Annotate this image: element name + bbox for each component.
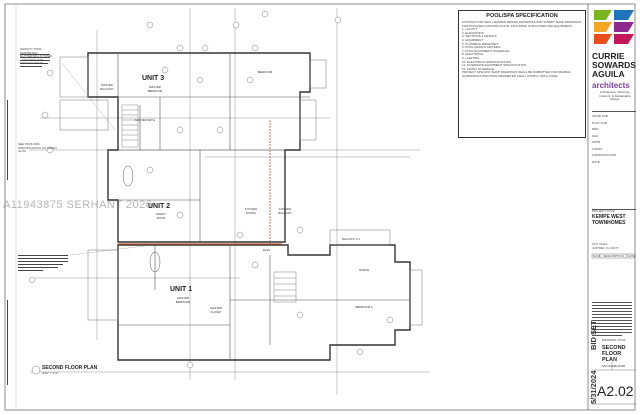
sheet-number: A2.02 xyxy=(597,383,634,399)
note-text-blocks xyxy=(7,54,68,385)
plan-title: SECOND FLOOR PLAN xyxy=(42,365,98,371)
revision-headers: NUM DESCRIPTION DATE xyxy=(593,253,635,259)
spec-title: POOL/SPA SPECIFICATION xyxy=(486,13,558,19)
field-label: CHK xyxy=(592,133,599,138)
room-bedroom: BEDROOM xyxy=(257,70,273,74)
spec-line: 7. POOL EQUIPMENT SCHEDULE xyxy=(462,48,510,53)
pool-spa-specification: POOL/SPA SPECIFICATION CONTRACTOR SHALL … xyxy=(458,10,586,138)
date-field: 5/31/2024 xyxy=(602,364,616,368)
spec-line: 6. POOL DESIGN CRITERIA xyxy=(462,45,501,50)
field-label: PLOT FOR xyxy=(592,120,607,125)
unit-2-label: UNIT 2 xyxy=(148,203,171,210)
address-line: JUPITER, FL 33477 xyxy=(592,245,619,250)
firm-name-line: AGUILA xyxy=(592,69,625,79)
project-label: PROJECT TITLE xyxy=(592,209,615,213)
project-address: XXX XLAIA JUPITER, FL 33477 xyxy=(592,242,619,250)
room-bedroom-4: BEDROOM 4 xyxy=(355,305,373,309)
firm-name-line: SOWARDS xyxy=(592,60,636,70)
firm-tagline: Architecture, Planning, Interiors, & Sus… xyxy=(599,90,631,102)
grid-lines xyxy=(30,8,430,395)
spec-line: CONTRACTOR SHALL REVIEW DESIGN DRAWINGS … xyxy=(462,20,582,24)
spec-line: 10. ELECTRICAL SPECIFICATIONS xyxy=(462,59,512,64)
spec-body: CONTRACTOR SHALL REVIEW DESIGN DRAWINGS … xyxy=(459,19,585,81)
spec-line: 2. ELEVATIONS xyxy=(462,30,484,35)
room-master-balcony: MASTER BALCONY xyxy=(100,83,114,91)
unit-1-label: UNIT 1 xyxy=(170,286,193,293)
drawing-title: SECOND FLOOR PLAN xyxy=(602,345,640,363)
field-label: DRD xyxy=(592,127,599,131)
spec-line: 12. FINISH SCHEDULE xyxy=(462,66,495,71)
address-line: XXX XLAIA xyxy=(592,242,608,246)
rev-header: DESCRIPTION xyxy=(603,253,624,258)
room-master-bedroom-1: MASTER BEDROOM xyxy=(175,296,191,304)
room-master-bath: MASTER BATH xyxy=(135,118,155,122)
status-bid-set: BID SET xyxy=(589,320,598,350)
drawing-title-line: PLAN xyxy=(602,357,617,363)
room-family-room: FAMILY ROOM xyxy=(156,212,166,220)
unit-3-label: UNIT 3 xyxy=(142,75,165,82)
field-label: APPR xyxy=(592,140,601,144)
stairs xyxy=(121,104,297,303)
project-title-line: KEMPE WEST xyxy=(592,214,626,220)
note-pool-spec-ref: SEE POOL/SPA SPECIFICATION ON SHEET A2.1… xyxy=(18,142,57,154)
firm-name: CURRIE SOWARDS AGUILA xyxy=(592,52,636,79)
interior-walls xyxy=(117,53,410,360)
exterior-walls xyxy=(87,52,411,361)
spec-line: 4. EQUIPMENT xyxy=(462,37,484,42)
field-label: ISSUE FOR xyxy=(592,114,609,118)
plan-scale: 3/16" = 1'-0" xyxy=(42,371,59,375)
firm-logo xyxy=(594,10,634,44)
balconies xyxy=(59,56,423,326)
title-block-fields: ISSUE FOR PLOT FOR DRD CHK APPR CONST CO… xyxy=(592,113,616,165)
sheet-border xyxy=(4,3,636,411)
field-label: CONSTRUCTION xyxy=(592,153,617,157)
drawn-by-field: JG/KMB xyxy=(614,364,626,368)
spec-line: 9. LIGHTING xyxy=(462,55,480,60)
drawing-title-line: SECOND FLOOR xyxy=(602,345,626,357)
spec-line: 5. PLUMBING DRAWINGS xyxy=(462,41,499,46)
room-elevator: ELEV. xyxy=(263,248,271,252)
field-label: DATE xyxy=(592,159,600,164)
spec-line: 3. SECTIONS & DETAILS xyxy=(462,34,497,39)
room-master-closet: MASTER CLOSET xyxy=(210,306,222,314)
bathtub xyxy=(149,251,161,273)
spec-line: FOR POOL/SPA CONSTRUCTION, INCLUDING STR… xyxy=(462,23,573,28)
listing-watermark: A11943875 SERHANT 2026 xyxy=(3,199,153,211)
notes-block xyxy=(592,302,632,336)
room-master-bedroom-3: MASTER BEDROOM xyxy=(147,85,163,93)
spec-line: 8. ELECTRICAL xyxy=(462,52,484,57)
project-title-line: TOWNHOMES xyxy=(592,219,626,226)
leader-lines xyxy=(61,62,146,256)
rev-header: NUM xyxy=(593,253,600,258)
room-kitchen-balcony: KITCHEN BALCONY xyxy=(278,207,292,215)
spec-line: PROJECT SPECIFIC SHOP DRAWINGS SHALL BE … xyxy=(462,70,571,75)
firm-name-line: CURRIE xyxy=(592,51,625,61)
drawing-title-label: DRAWING TITLE xyxy=(602,338,626,342)
spec-line: 1. LAYOUT xyxy=(462,27,478,32)
room-balcony: BALCONY 2.1 xyxy=(342,237,360,241)
spec-line: GUARDRAILS AND POOL PERIMETER SHALL COMP… xyxy=(462,73,559,78)
bathtub xyxy=(122,165,134,187)
room-kitchen: KITCHEN DINING xyxy=(244,207,258,215)
tag-markers xyxy=(28,10,394,375)
project-title: KEMPE WEST TOWNHOMES xyxy=(592,214,626,226)
revision-table xyxy=(591,253,636,405)
rev-header: DATE xyxy=(627,253,635,258)
note-pool-system: GRAVITY POOL, PERIMETER GUTTER/SPA SYSTE… xyxy=(20,47,52,66)
field-label: CONST xyxy=(592,146,603,151)
room-office: OFFICE xyxy=(358,268,370,272)
spec-line: 11. ALTERNATE EQUIPMENT SPECIFICATION xyxy=(462,63,527,68)
firm-sub: architects xyxy=(592,81,630,90)
